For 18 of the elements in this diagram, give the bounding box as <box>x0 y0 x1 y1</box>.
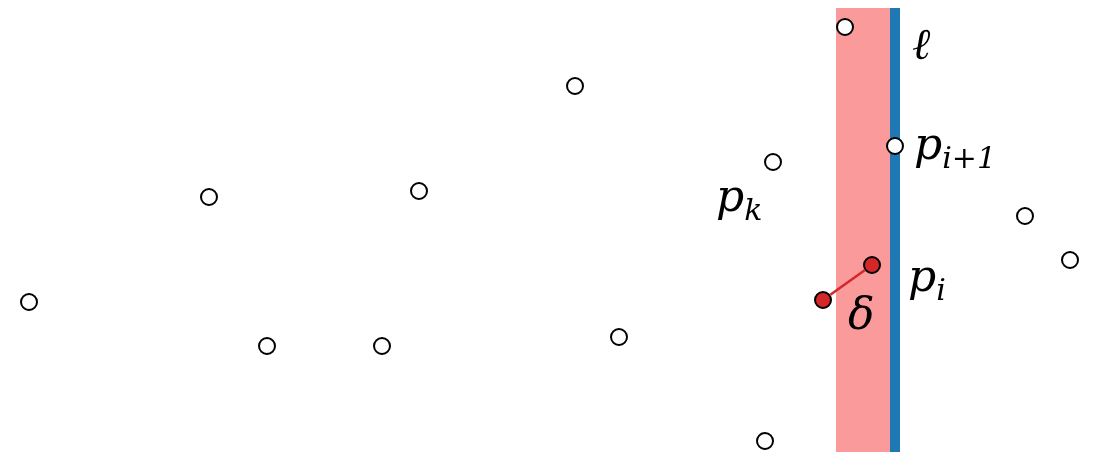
point-marker <box>1061 251 1079 269</box>
point-marker <box>610 328 628 346</box>
line-label: ℓ <box>912 22 931 66</box>
point-marker <box>756 432 774 450</box>
point-marker <box>20 293 38 311</box>
point-marker <box>373 337 391 355</box>
point-label: p$_{i+1}$ <box>914 122 996 173</box>
point-marker <box>200 188 218 206</box>
point-marker <box>764 153 782 171</box>
point-marker <box>566 77 584 95</box>
point-marker <box>1016 207 1034 225</box>
point-marker <box>410 182 428 200</box>
point-label: p$_{i}$ <box>908 254 946 305</box>
point-marker <box>258 337 276 355</box>
point-marker <box>814 291 832 309</box>
connecting-segment <box>829 269 866 296</box>
point-marker <box>886 137 904 155</box>
point-label: p$_{k}$ <box>716 174 763 225</box>
